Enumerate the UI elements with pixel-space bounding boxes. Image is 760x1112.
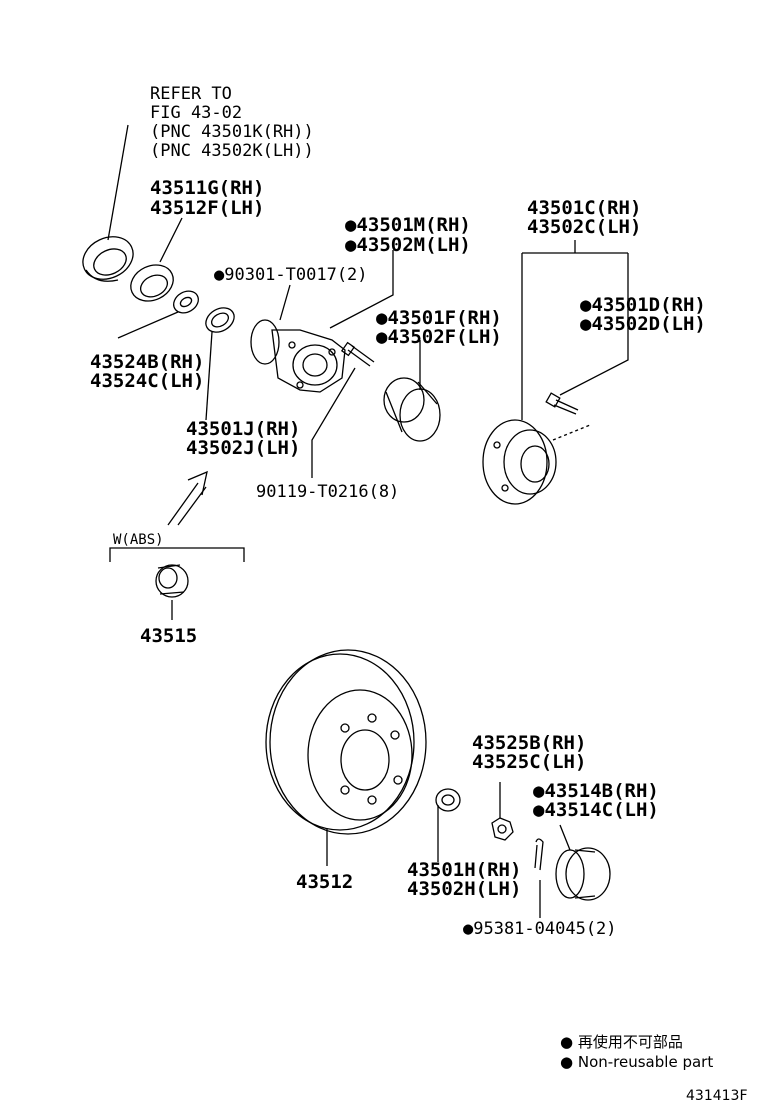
part-43515: 43515 [140, 625, 198, 647]
wabs-label: W(ABS) [113, 532, 164, 548]
lock-nut-43525B-icon [491, 817, 514, 841]
arrow-icon [167, 470, 208, 526]
ring-43515-icon [155, 564, 189, 598]
part-43514C: ●43514C(LH) [533, 799, 659, 821]
hub-43501C-icon [482, 419, 591, 505]
part-43524C: 43524C(LH) [90, 370, 205, 392]
refer-line-4: (PNC 43502K(LH)) [150, 141, 314, 161]
part-43514B: ●43514B(RH) [533, 780, 659, 802]
part-43525B: 43525B(RH) [472, 732, 587, 754]
refer-line-2: FIG 43-02 [150, 103, 243, 123]
ring-43501J-icon [205, 307, 235, 333]
part-43511G: 43511G(RH) [150, 177, 265, 199]
bolt-43501D-icon [545, 392, 579, 415]
nut-43501H-icon [435, 788, 461, 812]
legend-jp: ● 再使用不可部品 [560, 1033, 683, 1051]
part-43525C: 43525C(LH) [472, 751, 587, 773]
part-90301: ●90301-T0017(2) [214, 265, 368, 285]
refer-line-1: REFER TO [150, 84, 232, 104]
part-43502J: 43502J(LH) [186, 437, 301, 459]
part-43502M: ●43502M(LH) [345, 234, 471, 256]
cotter-pin-95381-icon [534, 838, 544, 871]
part-43501H: 43501H(RH) [407, 859, 522, 881]
part-43512: 43512 [296, 871, 354, 893]
part-43502F: ●43502F(LH) [376, 326, 502, 348]
part-43502C: 43502C(LH) [527, 216, 642, 238]
part-43501M: ●43501M(RH) [345, 214, 471, 236]
part-43512F: 43512F(LH) [150, 197, 265, 219]
part-43524B: 43524B(RH) [90, 351, 205, 373]
part-43501F: ●43501F(RH) [376, 307, 502, 329]
brake-rotor-43512-icon [265, 649, 427, 835]
sleeve-43501F-icon [383, 377, 441, 442]
part-43501D: ●43501D(RH) [580, 294, 706, 316]
seal-43511G-icon [82, 236, 134, 282]
seal-43512F-icon [130, 264, 174, 302]
figure-id: 431413F [686, 1088, 748, 1104]
part-90119: 90119-T0216(8) [256, 482, 400, 502]
bolt-90119-icon [340, 341, 375, 367]
part-43502D: ●43502D(LH) [580, 313, 706, 335]
refer-line-3: (PNC 43501K(RH)) [150, 122, 314, 142]
legend-en: ● Non-reusable part [560, 1053, 714, 1071]
part-95381: ●95381-04045(2) [463, 919, 617, 939]
part-43501C: 43501C(RH) [527, 197, 642, 219]
part-43502H: 43502H(LH) [407, 878, 522, 900]
hub-bearing-43501M-icon [250, 319, 346, 393]
leader-lines [107, 124, 629, 918]
part-43501J: 43501J(RH) [186, 418, 301, 440]
cap-43514B-icon [555, 847, 611, 901]
washer-43524-icon [173, 290, 199, 314]
